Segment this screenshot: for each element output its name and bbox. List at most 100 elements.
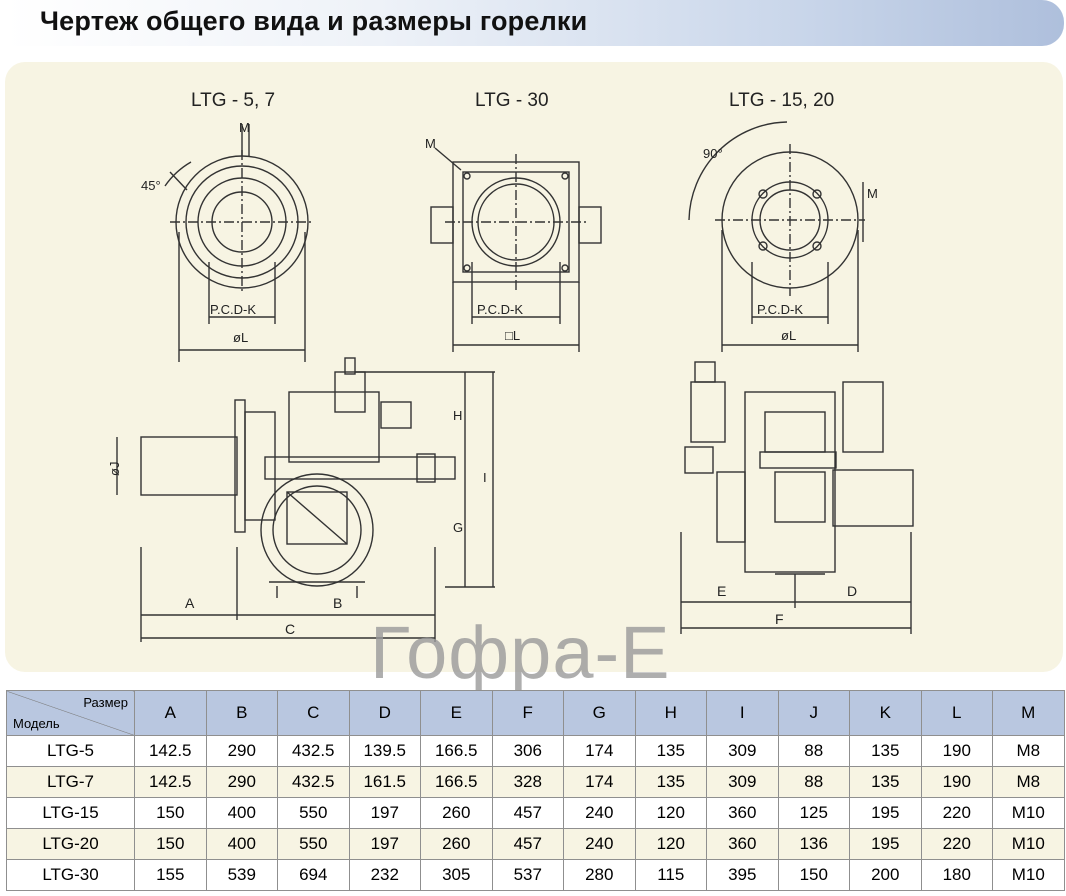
column-header: B bbox=[205, 690, 278, 736]
column-header: A bbox=[134, 690, 207, 736]
value-cell: 457 bbox=[491, 797, 564, 829]
column-header: J bbox=[777, 690, 850, 736]
value-cell: 195 bbox=[849, 797, 922, 829]
value-cell: M8 bbox=[992, 735, 1065, 767]
label-ltg57: LTG - 5, 7 bbox=[191, 90, 275, 111]
table-row: LTG-5 142.5 290 432.5 139.5 166.5 306 17… bbox=[6, 735, 1065, 767]
value-cell: 190 bbox=[920, 766, 993, 798]
value-cell: 328 bbox=[491, 766, 564, 798]
value-cell: 200 bbox=[849, 859, 922, 891]
value-cell: 400 bbox=[205, 828, 278, 860]
column-header: G bbox=[563, 690, 636, 736]
value-cell: 161.5 bbox=[348, 766, 421, 798]
value-cell: 174 bbox=[563, 766, 636, 798]
value-cell: 135 bbox=[849, 766, 922, 798]
value-cell: 539 bbox=[205, 859, 278, 891]
value-cell: 195 bbox=[849, 828, 922, 860]
value-cell: 120 bbox=[634, 797, 707, 829]
angle90-label: 90° bbox=[703, 146, 723, 161]
table-header-row: Размер Модель A B C D E F G H I J K L M bbox=[6, 690, 1065, 736]
dim-g-label: G bbox=[453, 520, 463, 535]
value-cell: 197 bbox=[348, 828, 421, 860]
table-row: LTG-30 155 539 694 232 305 537 280 115 3… bbox=[6, 859, 1065, 891]
dim-h-label: H bbox=[453, 408, 462, 423]
value-cell: M10 bbox=[992, 828, 1065, 860]
value-cell: M10 bbox=[992, 859, 1065, 891]
value-cell: 280 bbox=[563, 859, 636, 891]
column-header: M bbox=[992, 690, 1065, 736]
value-cell: 150 bbox=[134, 828, 207, 860]
column-header: K bbox=[849, 690, 922, 736]
m-label-ltg1520: M bbox=[867, 186, 878, 201]
value-cell: 135 bbox=[634, 766, 707, 798]
value-cell: 537 bbox=[491, 859, 564, 891]
m-label-ltg30: M bbox=[425, 136, 436, 151]
pcd-label-ltg1520: P.C.D-K bbox=[757, 302, 803, 317]
value-cell: 190 bbox=[920, 735, 993, 767]
value-cell: 309 bbox=[706, 735, 779, 767]
value-cell: 220 bbox=[920, 797, 993, 829]
value-cell: 457 bbox=[491, 828, 564, 860]
value-cell: 88 bbox=[777, 735, 850, 767]
value-cell: 550 bbox=[277, 797, 350, 829]
corner-size-label: Размер bbox=[83, 695, 128, 710]
value-cell: 166.5 bbox=[420, 735, 493, 767]
dim-i-label: I bbox=[483, 470, 487, 485]
dimensions-table-wrap: Размер Модель A B C D E F G H I J K L M … bbox=[6, 690, 1065, 891]
drawing-panel: LTG - 5, 7 M 45° P.C.D-K øL LTG - 30 bbox=[5, 62, 1063, 672]
column-header: E bbox=[420, 690, 493, 736]
value-cell: 260 bbox=[420, 797, 493, 829]
watermark: Гофра-Е bbox=[370, 611, 671, 694]
value-cell: 115 bbox=[634, 859, 707, 891]
value-cell: 174 bbox=[563, 735, 636, 767]
angle45-label: 45° bbox=[141, 178, 161, 193]
value-cell: 550 bbox=[277, 828, 350, 860]
value-cell: 166.5 bbox=[420, 766, 493, 798]
burner-rear-view bbox=[680, 361, 914, 634]
dim-f-label: F bbox=[775, 611, 784, 627]
value-cell: 125 bbox=[777, 797, 850, 829]
dim-j-label: øJ bbox=[107, 462, 122, 476]
value-cell: 260 bbox=[420, 828, 493, 860]
flange-ltg30 bbox=[430, 147, 602, 352]
dimensions-table: Размер Модель A B C D E F G H I J K L M … bbox=[6, 690, 1065, 891]
value-cell: 400 bbox=[205, 797, 278, 829]
value-cell: 120 bbox=[634, 828, 707, 860]
m-label-ltg57: M bbox=[239, 120, 250, 135]
value-cell: 240 bbox=[563, 828, 636, 860]
table-row: LTG-20 150 400 550 197 260 457 240 120 3… bbox=[6, 828, 1065, 860]
dial-label-ltg57: øL bbox=[233, 330, 248, 345]
value-cell: 290 bbox=[205, 766, 278, 798]
value-cell: 139.5 bbox=[348, 735, 421, 767]
value-cell: 232 bbox=[348, 859, 421, 891]
value-cell: 306 bbox=[491, 735, 564, 767]
flange-ltg57 bbox=[164, 124, 314, 362]
value-cell: 694 bbox=[277, 859, 350, 891]
burner-side-view bbox=[116, 357, 495, 642]
column-header: H bbox=[634, 690, 707, 736]
value-cell: 150 bbox=[777, 859, 850, 891]
value-cell: 88 bbox=[777, 766, 850, 798]
sql-label-ltg30: □L bbox=[505, 328, 520, 343]
pcd-label-ltg57: P.C.D-K bbox=[210, 302, 256, 317]
dim-b-label: B bbox=[333, 595, 342, 611]
value-cell: 360 bbox=[706, 828, 779, 860]
value-cell: 432.5 bbox=[277, 766, 350, 798]
value-cell: 220 bbox=[920, 828, 993, 860]
value-cell: 432.5 bbox=[277, 735, 350, 767]
dim-e-label: E bbox=[717, 583, 726, 599]
flange-ltg1520 bbox=[688, 121, 865, 352]
column-header: D bbox=[348, 690, 421, 736]
model-cell: LTG-15 bbox=[6, 797, 135, 829]
pcd-label-ltg30: P.C.D-K bbox=[477, 302, 523, 317]
value-cell: 180 bbox=[920, 859, 993, 891]
value-cell: 142.5 bbox=[134, 766, 207, 798]
column-header: L bbox=[920, 690, 993, 736]
value-cell: 240 bbox=[563, 797, 636, 829]
title-bar: Чертеж общего вида и размеры горелки bbox=[6, 0, 1064, 46]
value-cell: 305 bbox=[420, 859, 493, 891]
column-header: F bbox=[491, 690, 564, 736]
table-row: LTG-15 150 400 550 197 260 457 240 120 3… bbox=[6, 797, 1065, 829]
value-cell: 135 bbox=[634, 735, 707, 767]
value-cell: 136 bbox=[777, 828, 850, 860]
